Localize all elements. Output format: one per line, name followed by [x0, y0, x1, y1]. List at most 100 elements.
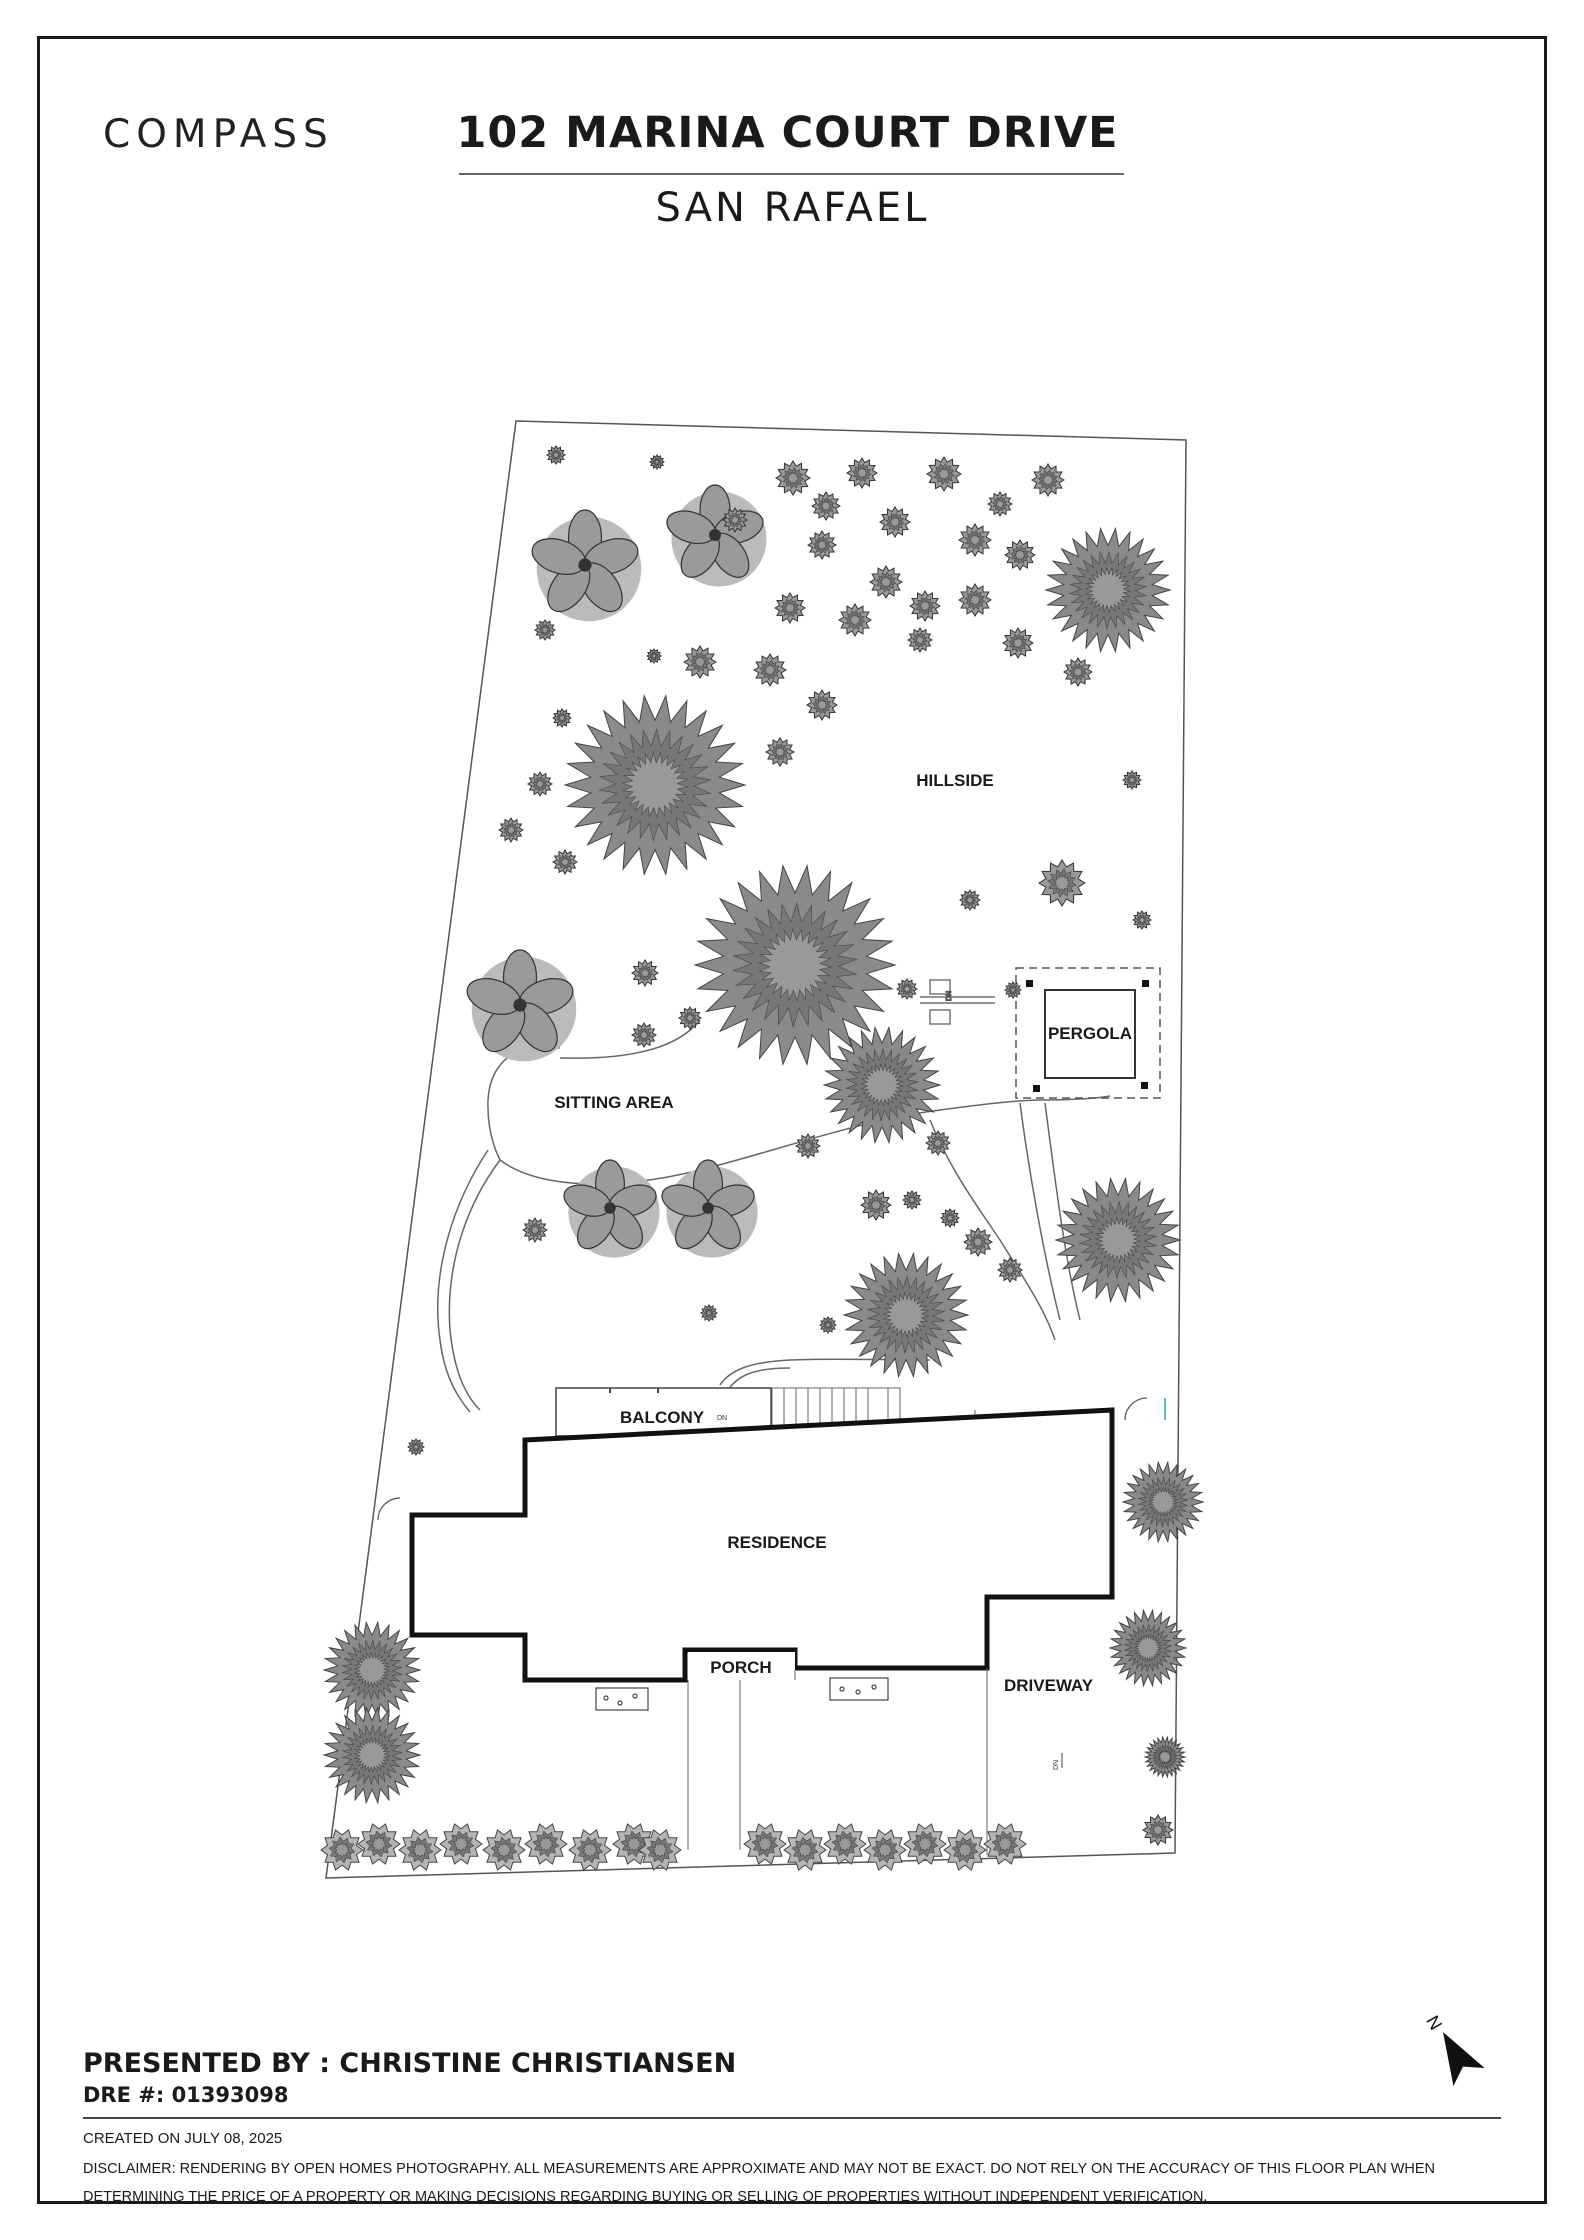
balcony-dn-marker: DN — [717, 1415, 727, 1422]
shrub-icon — [879, 506, 911, 538]
shrub-icon — [546, 445, 566, 465]
shrub-icon — [1063, 657, 1093, 687]
steps-dn-marker: DN — [946, 991, 953, 1001]
shrub-icon — [482, 1829, 526, 1871]
shrub-icon — [683, 645, 717, 679]
shrub-icon — [527, 771, 553, 797]
shrub-icon — [869, 565, 903, 599]
shrub-icon — [795, 1133, 821, 1159]
shrub-icon — [552, 708, 572, 728]
shrub-icon — [896, 978, 918, 1000]
north-arrow-icon: N — [1422, 2012, 1485, 2087]
shrub-icon — [552, 849, 578, 875]
shrub-icon — [902, 1190, 922, 1210]
shrub-icon — [522, 1217, 548, 1243]
sitting-area-label: SITTING AREA — [554, 1093, 673, 1112]
title-divider — [459, 173, 1124, 175]
side-gates — [377, 1397, 1166, 1521]
garden-paths — [437, 1019, 1111, 1413]
shrub-icon — [568, 1829, 612, 1871]
residence-footprint — [409, 1407, 1115, 1683]
shrub-icon — [959, 889, 981, 911]
shrub-icon — [357, 1823, 401, 1865]
shrub-icon — [524, 1823, 568, 1865]
porch-label: PORCH — [710, 1658, 771, 1677]
shrub-icon — [846, 457, 878, 489]
shrub-icon — [700, 1304, 718, 1322]
shrub-icon — [1038, 859, 1086, 907]
shrub-icon — [1004, 539, 1036, 571]
shrub-icon — [806, 689, 838, 721]
shrub-icon — [807, 530, 837, 560]
large-tree-icon — [842, 1251, 970, 1379]
large-tree-icon — [1044, 526, 1172, 654]
shrub-icon — [819, 1316, 837, 1334]
shrub-icon — [997, 1257, 1023, 1283]
driveway-dn-marker: DN — [1053, 1760, 1060, 1770]
shrub-icon — [838, 603, 872, 637]
property-address: 102 MARINA COURT DRIVE — [456, 108, 1119, 158]
disclaimer-text: DISCLAIMER: RENDERING BY OPEN HOMES PHOT… — [83, 2161, 1436, 2205]
large-tree-icon — [1054, 1176, 1182, 1304]
shrub-icon — [439, 1823, 483, 1865]
large-tree-icon — [1143, 1735, 1187, 1779]
shrub-icon — [860, 1189, 892, 1221]
palm-tree-icon — [666, 484, 767, 587]
shrub-icon — [631, 959, 659, 987]
balcony-label: BALCONY — [620, 1408, 705, 1427]
shrub-icon — [1004, 981, 1022, 999]
large-tree-icon — [1121, 1460, 1205, 1544]
shrub-icon — [983, 1823, 1027, 1865]
shrub-icon — [940, 1208, 960, 1228]
shrub-icon — [1002, 627, 1034, 659]
shrub-icon — [1122, 770, 1142, 790]
shrub-icon — [1031, 463, 1065, 497]
shrub-icon — [631, 1022, 657, 1048]
large-tree-icon — [693, 863, 897, 1067]
garden-steps: DN — [920, 979, 995, 1025]
pergola-label: PERGOLA — [1048, 1024, 1132, 1043]
driveway: DRIVEWAY DN — [986, 1668, 1094, 1855]
shrub-icon — [320, 1829, 364, 1871]
shrub-icon — [743, 1823, 787, 1865]
shrub-icon — [863, 1829, 907, 1871]
shrub-icon — [909, 590, 941, 622]
shrub-icon — [783, 1829, 827, 1871]
vegetation — [320, 445, 1205, 1871]
shrub-icon — [678, 1006, 702, 1030]
porch: PORCH — [687, 1652, 796, 1850]
shrub-icon — [925, 1130, 951, 1156]
shrub-icon — [638, 1829, 682, 1871]
large-tree-icon — [322, 1620, 422, 1720]
shrub-icon — [534, 619, 556, 641]
shrub-icon — [774, 592, 806, 624]
shrub-icon — [753, 653, 787, 687]
planter-boxes — [595, 1677, 889, 1711]
shrub-icon — [498, 817, 524, 843]
shrub-icon — [903, 1823, 947, 1865]
shrub-icon — [398, 1829, 442, 1871]
presented-by: PRESENTED BY : CHRISTINE CHRISTIANSEN — [83, 2048, 737, 2079]
north-marker: N — [1422, 2012, 1446, 2033]
hillside-label: HILLSIDE — [916, 771, 993, 790]
shrub-icon — [963, 1227, 993, 1257]
shrub-icon — [649, 454, 665, 470]
palm-tree-icon — [531, 509, 642, 622]
lot-boundary — [325, 420, 1187, 1879]
shrub-icon — [823, 1823, 867, 1865]
created-date: CREATED ON JULY 08, 2025 — [83, 2130, 283, 2147]
shrub-icon — [1142, 1814, 1174, 1846]
shrub-icon — [987, 491, 1013, 517]
large-tree-icon — [1108, 1608, 1188, 1688]
page-border — [37, 36, 1547, 2204]
palm-tree-icon — [563, 1159, 660, 1258]
compass-logo: COMPASS — [103, 112, 334, 157]
shrub-icon — [765, 737, 795, 767]
palm-tree-icon — [661, 1159, 758, 1258]
large-tree-icon — [563, 693, 747, 877]
shrub-icon — [646, 648, 662, 664]
shrub-icon — [722, 507, 748, 533]
shrub-icon — [775, 460, 811, 496]
large-tree-icon — [322, 1705, 422, 1805]
